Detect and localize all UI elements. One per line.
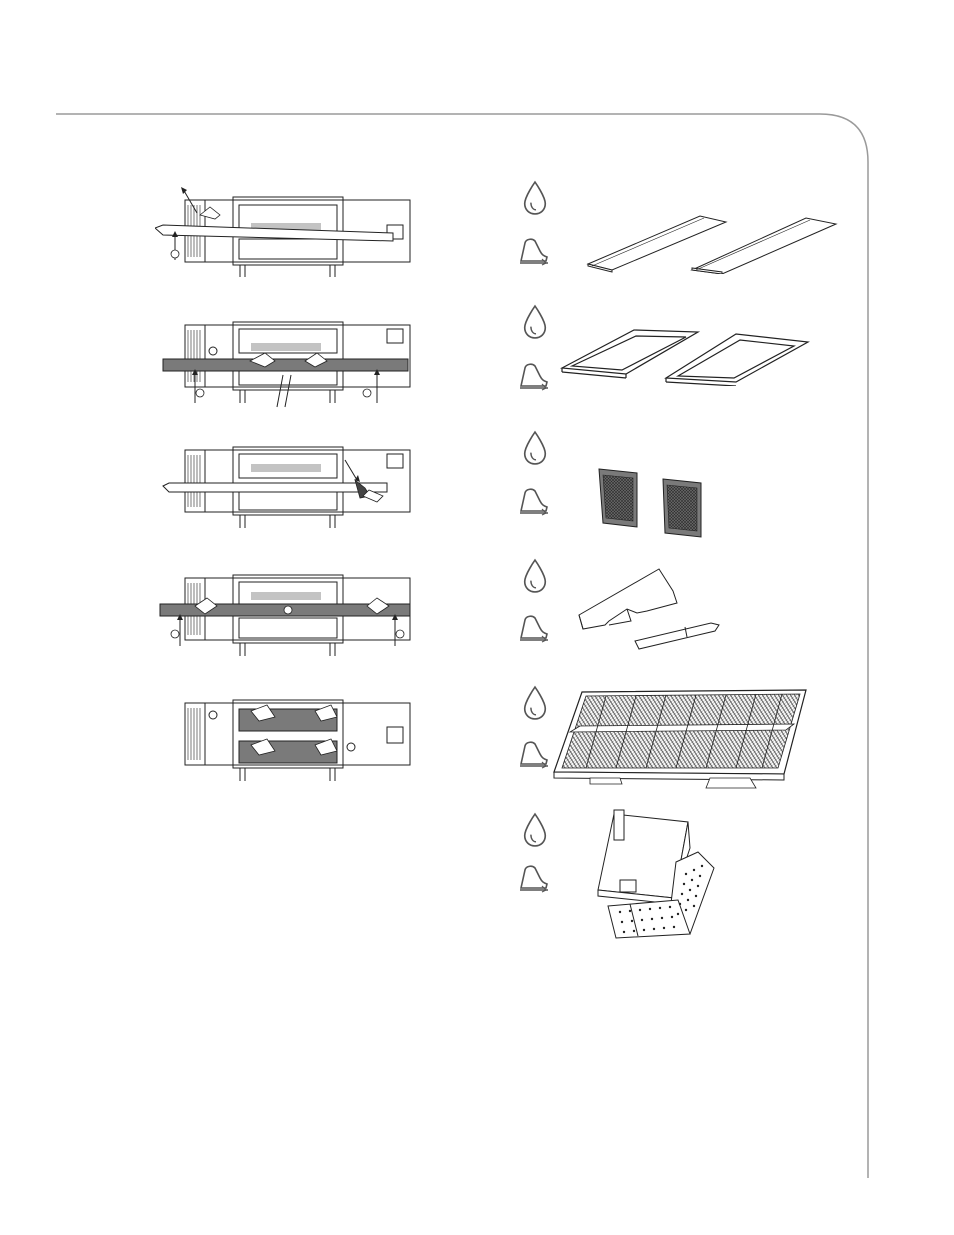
hand-wipe-icon (518, 738, 550, 770)
crumb-trays-part (580, 212, 842, 274)
oven-diagram-step-2 (155, 315, 415, 415)
side-panels-part (575, 565, 725, 655)
hand-wipe-icon (518, 360, 550, 392)
water-drop-icon (522, 180, 548, 216)
oven-diagram-step-5 (155, 695, 415, 795)
hand-wipe-icon (518, 862, 550, 894)
water-drop-icon (522, 304, 548, 340)
oven-diagram-step-3 (155, 440, 415, 540)
finger-panels-part (550, 688, 810, 793)
hand-wipe-icon (518, 235, 550, 267)
water-drop-icon (522, 430, 548, 466)
water-drop-icon (522, 812, 548, 848)
nozzle-assembly-part (590, 808, 725, 943)
hand-wipe-icon (518, 485, 550, 517)
water-drop-icon (522, 685, 548, 721)
oven-diagram-step-4 (155, 570, 415, 670)
hand-wipe-icon (518, 612, 550, 644)
water-drop-icon (522, 558, 548, 594)
oven-diagram-step-1 (155, 185, 415, 285)
conveyor-trays-part (558, 328, 812, 386)
air-filters-part (595, 465, 705, 540)
